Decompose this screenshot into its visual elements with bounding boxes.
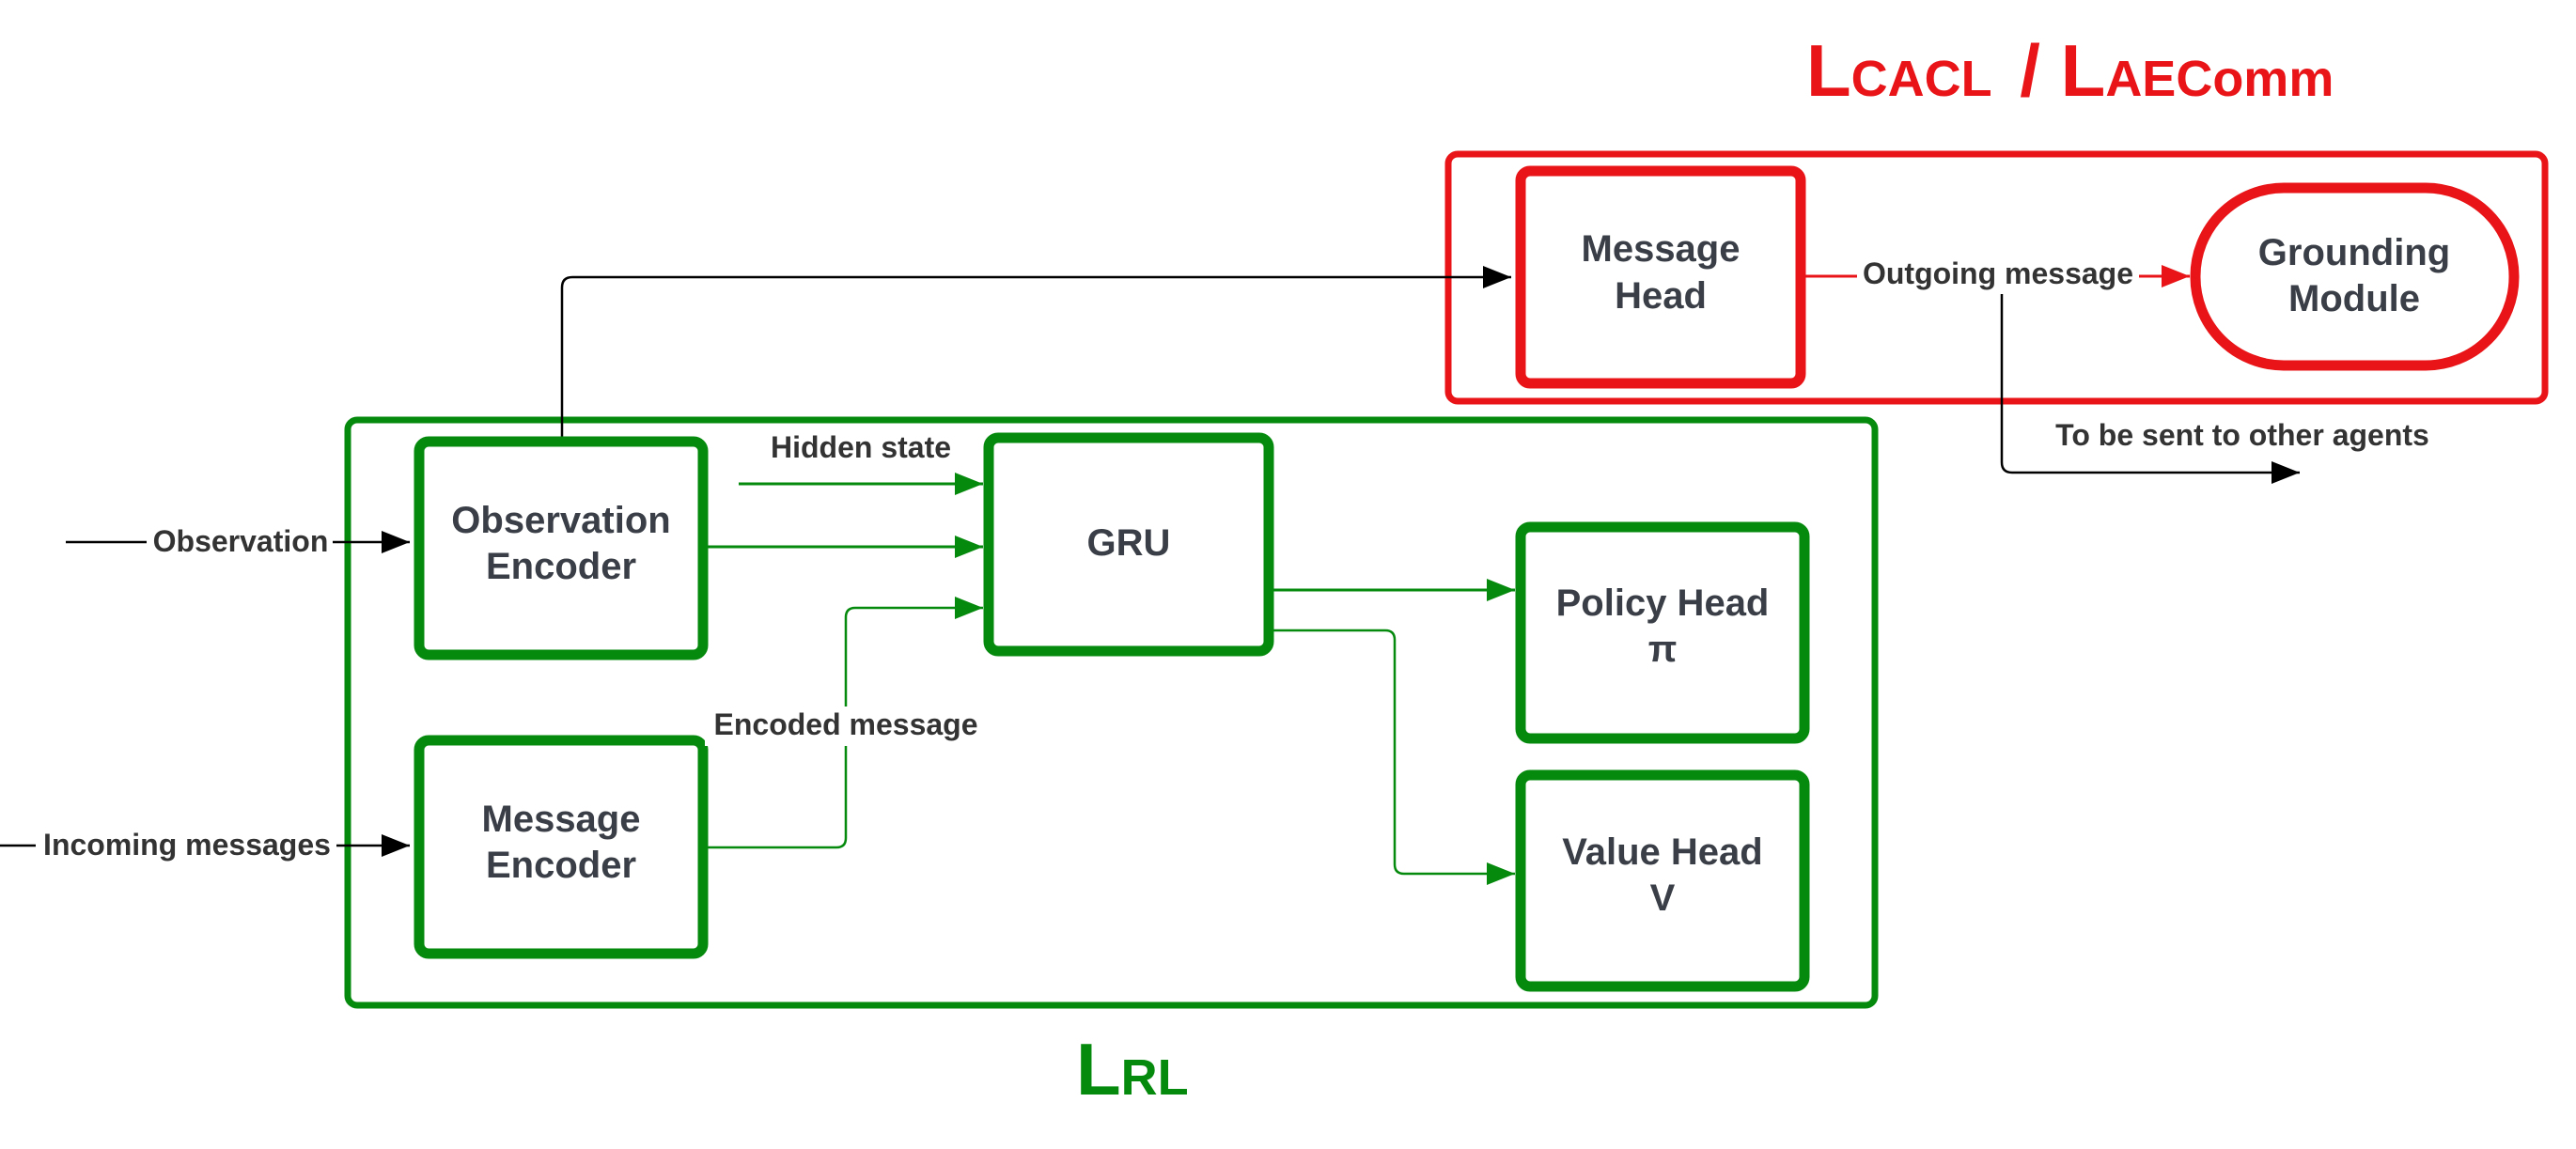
observation-label: Observation bbox=[153, 524, 329, 558]
message-encoder-line1: Message bbox=[482, 799, 641, 840]
observation-encoder-line2: Encoder bbox=[486, 546, 636, 587]
gru-node[interactable]: GRU bbox=[983, 432, 1274, 657]
value-head-box bbox=[1515, 769, 1810, 992]
message-head-line2: Head bbox=[1615, 275, 1707, 317]
gru-to-value-head-arrow bbox=[1273, 629, 1515, 885]
loss-sub-aecomm: AEComm bbox=[2105, 51, 2334, 107]
message-encoder-box bbox=[414, 735, 709, 959]
observation-encoder-node[interactable]: Observation Encoder bbox=[414, 436, 709, 660]
to-other-agents-label: To be sent to other agents bbox=[2055, 418, 2429, 452]
obs-to-message-head-arrow bbox=[560, 266, 1511, 438]
loss-main-aecomm: L bbox=[2061, 29, 2106, 112]
rl-group-container bbox=[344, 416, 1879, 1009]
message-encoder-node[interactable]: Message Encoder bbox=[414, 735, 709, 959]
communication-loss-label: LCACL / LAEComm bbox=[1806, 29, 2334, 112]
gru-label: GRU bbox=[1087, 522, 1171, 564]
loss-main-cacl: L bbox=[1806, 29, 1851, 112]
value-head-symbol: V bbox=[1650, 877, 1676, 919]
outgoing-message-label: Outgoing message bbox=[1863, 256, 2133, 290]
loss-sub-rl: RL bbox=[1121, 1049, 1189, 1106]
policy-head-symbol: π bbox=[1648, 629, 1678, 670]
observation-encoder-line1: Observation bbox=[451, 500, 670, 541]
value-head-line1: Value Head bbox=[1562, 831, 1762, 873]
policy-head-node[interactable]: Policy Head π bbox=[1515, 521, 1810, 744]
observation-encoder-box bbox=[414, 436, 709, 660]
message-head-line1: Message bbox=[1582, 228, 1741, 270]
message-head-node[interactable]: Message Head bbox=[1515, 165, 1806, 389]
policy-head-line1: Policy Head bbox=[1556, 582, 1770, 624]
grounding-module-line2: Module bbox=[2288, 278, 2420, 319]
policy-head-box bbox=[1515, 521, 1810, 744]
incoming-messages-label-bg bbox=[36, 826, 336, 863]
loss-sub-cacl: CACL bbox=[1851, 51, 1992, 107]
grounding-module-box bbox=[2190, 182, 2520, 371]
incoming-messages-label: Incoming messages bbox=[43, 828, 331, 862]
rl-loss-label: LRL bbox=[1076, 1028, 1189, 1110]
grounding-module-line1: Grounding bbox=[2258, 232, 2450, 273]
observation-label-bg bbox=[147, 522, 333, 560]
to-other-agents-arrow bbox=[2000, 294, 2300, 484]
message-head-box bbox=[1515, 165, 1806, 389]
gru-box bbox=[983, 432, 1274, 657]
loss-separator: / bbox=[2000, 29, 2061, 112]
encoded-message-label-bg bbox=[705, 706, 987, 746]
grounding-module-node[interactable]: Grounding Module bbox=[2190, 182, 2520, 371]
encoded-message-label: Encoded message bbox=[714, 707, 978, 741]
outgoing-message-label-bg bbox=[1857, 256, 2139, 293]
value-head-node[interactable]: Value Head V bbox=[1515, 769, 1810, 992]
message-encoder-line2: Encoder bbox=[486, 845, 636, 886]
loss-main-rl: L bbox=[1076, 1028, 1121, 1110]
hidden-state-label: Hidden state bbox=[771, 430, 951, 464]
